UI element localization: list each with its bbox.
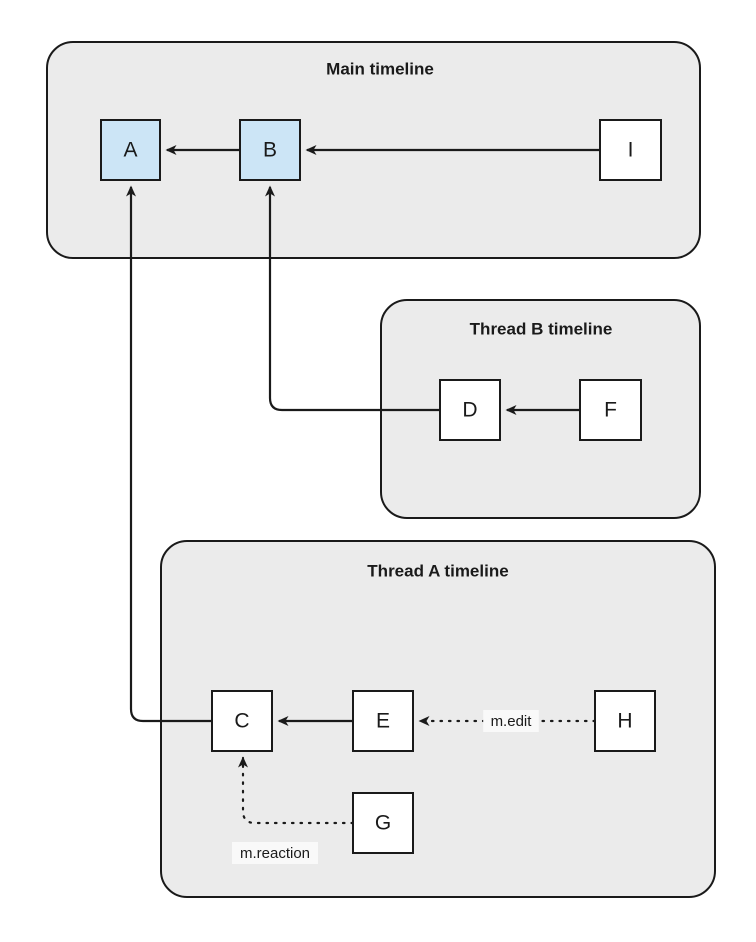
event-node-box-c[interactable] (211, 690, 273, 752)
event-node-b[interactable]: B (239, 119, 301, 181)
timeline-group-title-main: Main timeline (326, 59, 434, 78)
event-node-box-e[interactable] (352, 690, 414, 752)
timeline-group-thread_a: Thread A timeline (160, 540, 716, 898)
event-node-c[interactable]: C (211, 690, 273, 752)
event-nodes: A B I D F C E H G (100, 119, 662, 854)
edge-label-text-h-to-e: m.edit (491, 713, 533, 730)
event-node-label-i: I (628, 139, 634, 162)
event-node-box-a[interactable] (100, 119, 161, 181)
event-node-box-h[interactable] (594, 690, 656, 752)
event-node-f[interactable]: F (579, 379, 642, 441)
event-node-i[interactable]: I (599, 119, 662, 181)
edge-d-to-b (265, 185, 440, 412)
event-node-label-f: F (604, 399, 617, 422)
edge-label-text-g-to-c: m.reaction (240, 845, 310, 862)
edge-label-h-to-e: m.edit (483, 710, 539, 732)
timeline-group-title-thread_a: Thread A timeline (367, 561, 508, 580)
event-node-g[interactable]: G (352, 792, 414, 854)
event-node-box-b[interactable] (239, 119, 301, 181)
timeline-group-box-thread_a (160, 540, 716, 898)
event-node-label-g: G (375, 812, 391, 835)
event-node-box-d[interactable] (439, 379, 501, 441)
event-node-label-b: B (263, 139, 277, 162)
event-node-label-h: H (617, 710, 632, 733)
event-node-a[interactable]: A (100, 119, 161, 181)
edge-c-to-a (126, 185, 212, 723)
event-node-box-g[interactable] (352, 792, 414, 854)
event-node-label-e: E (376, 710, 390, 733)
event-node-h[interactable]: H (594, 690, 656, 752)
edge-labels-layer: m.edit m.reaction (232, 710, 539, 864)
event-node-box-i[interactable] (599, 119, 662, 181)
event-node-box-f[interactable] (579, 379, 642, 441)
event-node-e[interactable]: E (352, 690, 414, 752)
event-node-d[interactable]: D (439, 379, 501, 441)
edge-label-g-to-c: m.reaction (232, 842, 318, 864)
event-node-label-c: C (234, 710, 249, 733)
event-node-label-d: D (462, 399, 477, 422)
event-node-label-a: A (123, 139, 137, 162)
timeline-group-title-thread_b: Thread B timeline (470, 319, 613, 338)
edge-label-background-g-to-c (232, 842, 318, 864)
edge-label-background-h-to-e (483, 710, 539, 732)
